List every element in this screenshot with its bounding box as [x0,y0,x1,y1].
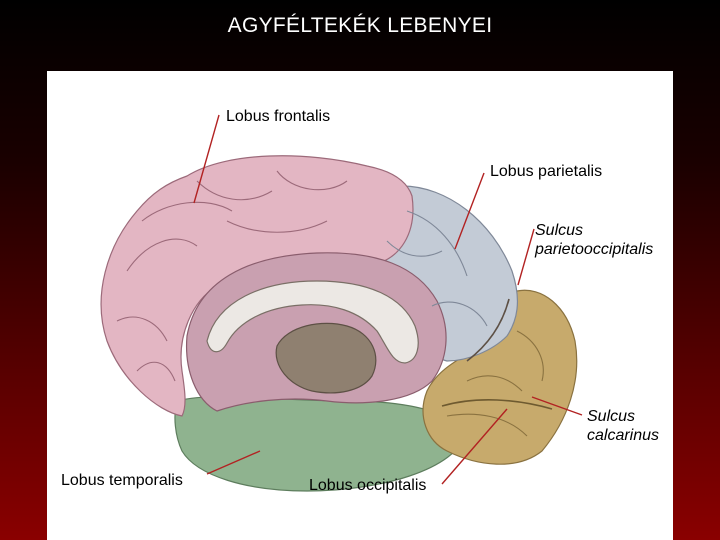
slide-title: AGYFÉLTEKÉK LEBENYEI [0,14,720,38]
brain-figure-panel: Lobus frontalis Lobus parietalis Sulcus … [47,71,673,540]
brain-medial-view-illustration [47,71,673,540]
leader-line-sulcus-parietooccipitalis [518,229,534,285]
label-lobus-frontalis: Lobus frontalis [226,107,330,126]
label-lobus-occipitalis: Lobus occipitalis [309,476,426,495]
label-sulcus-calcarinus: Sulcus calcarinus [587,407,659,445]
label-lobus-temporalis: Lobus temporalis [61,471,183,490]
label-lobus-parietalis: Lobus parietalis [490,162,602,181]
label-sulcus-parietooccipitalis: Sulcus parietooccipitalis [535,221,653,259]
